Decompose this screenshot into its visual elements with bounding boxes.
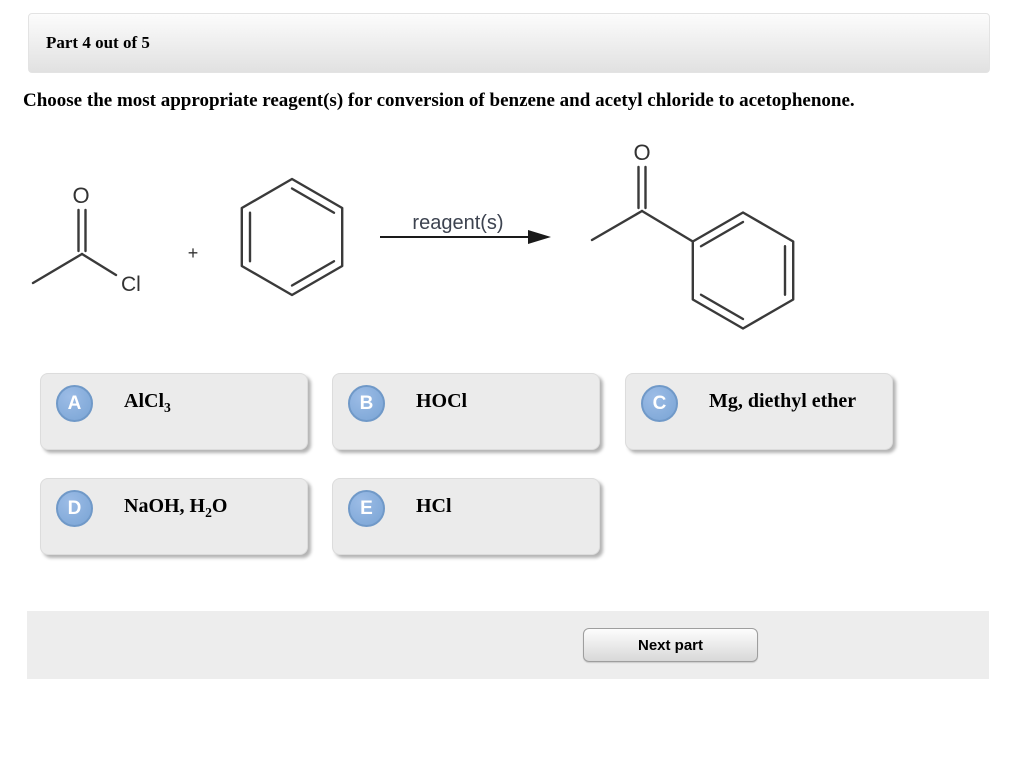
option-card-c[interactable]: C Mg, diethyl ether (625, 373, 893, 450)
chlorine-label: Cl (121, 273, 141, 296)
option-badge-e: E (348, 490, 385, 527)
option-card-a[interactable]: A AlCl3 (40, 373, 308, 450)
arrowhead-icon (528, 230, 551, 244)
option-label-c: Mg, diethyl ether (709, 390, 857, 412)
option-badge-b: B (348, 385, 385, 422)
option-card-b[interactable]: B HOCl (332, 373, 600, 450)
acetyl-chloride-structure: O Cl (31, 183, 141, 296)
plus-sign: + (188, 243, 199, 263)
option-badge-d: D (56, 490, 93, 527)
reaction-scheme: O Cl + reagent(s) O (31, 140, 795, 330)
arrow-reagents-label: reagent(s) (412, 212, 503, 234)
option-label-a: AlCl3 (124, 390, 171, 415)
product-oxygen-label: O (633, 140, 650, 165)
footer-bar (27, 611, 989, 679)
option-card-e[interactable]: E HCl (332, 478, 600, 555)
option-badge-a: A (56, 385, 93, 422)
reaction-arrow: reagent(s) (380, 212, 551, 244)
question-text: Choose the most appropriate reagent(s) f… (23, 90, 855, 111)
option-badge-c: C (641, 385, 678, 422)
option-label-e: HCl (416, 495, 452, 517)
acetophenone-structure: O (590, 140, 795, 330)
benzene-structure (240, 177, 344, 297)
carbonyl-oxygen-label: O (72, 183, 89, 208)
option-label-d: NaOH, H2O (124, 495, 228, 520)
part-progress-label: Part 4 out of 5 (46, 33, 150, 52)
next-part-button[interactable]: Next part (583, 628, 758, 662)
part-progress-header: Part 4 out of 5 (28, 13, 990, 73)
option-label-b: HOCl (416, 390, 468, 412)
option-card-d[interactable]: D NaOH, H2O (40, 478, 308, 555)
